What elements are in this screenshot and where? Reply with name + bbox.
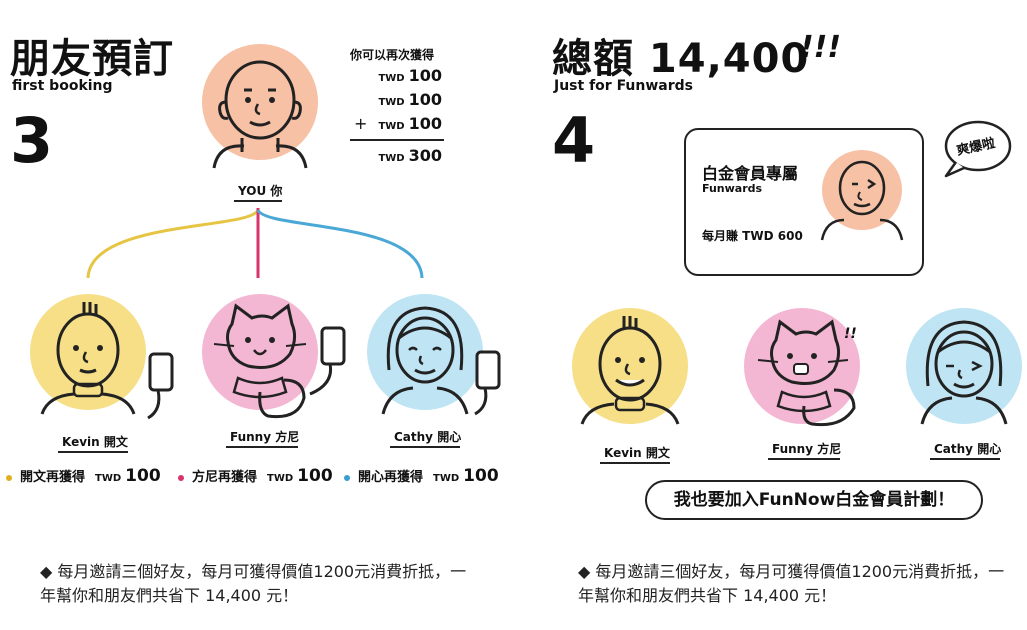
left-step-number: 3: [10, 104, 54, 177]
cathy-label-en: Cathy: [394, 430, 434, 444]
note-left: ◆ 每月邀請三個好友，每月可獲得價值1200元消費折抵，一年幫你和朋友們共省下 …: [40, 562, 467, 605]
platinum-card-avatar: [820, 150, 904, 241]
cathy-label-zh: 開心: [437, 430, 462, 444]
calc-row-1-currency: TWD: [378, 73, 405, 84]
right-step-number: 4: [552, 104, 596, 177]
kevin-label: Kevin 開文: [62, 433, 128, 450]
kevin-label-zh: 開文: [103, 435, 128, 449]
earning-kevin-currency: TWD: [95, 473, 122, 484]
right-title: 總額 14,400: [552, 36, 810, 82]
left-title: 朋友預訂: [10, 36, 174, 82]
funny-label-right-underline: [768, 458, 840, 460]
calc-total-amount: 300: [408, 146, 442, 165]
earning-funny-dot: [178, 474, 184, 481]
funny-avatar-right: [744, 308, 860, 427]
earning-funny-currency: TWD: [267, 473, 294, 484]
kevin-label-en: Kevin: [62, 435, 100, 449]
calc-divider: [350, 139, 444, 141]
calc-row-2-amount: 100: [408, 90, 442, 109]
earning-cathy-text: 開心再獲得: [358, 470, 424, 485]
funny-exclaim-mark: !!: [844, 326, 857, 342]
cathy-label-right-en: Cathy: [934, 442, 974, 456]
left-subtitle: first booking: [12, 78, 113, 94]
earning-cathy-dot: [344, 474, 350, 481]
you-label-en: YOU: [238, 184, 267, 198]
kevin-label-right-underline: [600, 462, 670, 464]
funny-avatar: [202, 294, 346, 419]
kevin-avatar: [30, 294, 174, 420]
platinum-card-title: 白金會員專屬: [702, 164, 799, 183]
calc-plus-sign: +: [354, 114, 368, 133]
earning-funny-text: 方尼再獲得: [192, 470, 258, 485]
platinum-card-subtitle: Funwards: [702, 182, 763, 195]
cathy-label-underline: [390, 446, 460, 448]
you-label-underline: [234, 200, 282, 202]
right-title-exclaim: !!!: [800, 30, 842, 65]
calc-row-2-currency: TWD: [378, 97, 405, 108]
cathy-label-right-underline: [930, 458, 1000, 460]
kevin-label-underline: [58, 451, 128, 453]
earning-funny-amount: 100: [297, 466, 333, 486]
earning-kevin-amount: 100: [125, 466, 161, 486]
kevin-avatar-right: [572, 308, 688, 425]
platinum-card-earn: 每月賺 TWD 600: [702, 229, 803, 243]
earning-cathy-currency: TWD: [433, 473, 460, 484]
speech-bubble: [944, 120, 1012, 178]
calc-row-1-amount: 100: [408, 66, 442, 85]
kevin-label-right-zh: 開文: [645, 446, 670, 460]
you-label-zh: 你: [270, 184, 283, 198]
earning-kevin-text: 開文再獲得: [20, 470, 86, 485]
funny-label-right: Funny 方尼: [772, 440, 841, 457]
cathy-label: Cathy 開心: [394, 428, 461, 445]
earning-kevin-dot: [6, 474, 12, 481]
you-label: YOU 你: [238, 182, 282, 199]
funny-label-en: Funny: [230, 430, 272, 444]
funny-label-right-zh: 方尼: [817, 442, 842, 456]
right-subtitle: Just for Funwards: [554, 78, 694, 94]
kevin-label-right-en: Kevin: [604, 446, 642, 460]
calc-total-currency: TWD: [378, 153, 405, 164]
referral-connector-lines: [86, 208, 424, 279]
note-right: ◆ 每月邀請三個好友，每月可獲得價值1200元消費折抵，一年幫你和朋友們共省下 …: [578, 562, 1005, 605]
funny-label: Funny 方尼: [230, 428, 299, 445]
cathy-avatar: [367, 294, 501, 416]
calc-header: 你可以再次獲得: [350, 48, 435, 62]
kevin-label-right: Kevin 開文: [604, 444, 670, 461]
funny-label-right-en: Funny: [772, 442, 814, 456]
join-platinum-button[interactable]: 我也要加入FunNow白金會員計劃！: [645, 480, 983, 520]
you-avatar: [202, 44, 318, 169]
cathy-avatar-right: [906, 308, 1022, 425]
funny-label-underline: [226, 446, 298, 448]
earning-cathy-amount: 100: [463, 466, 499, 486]
calc-row-3-amount: 100: [408, 114, 442, 133]
calc-row-3-currency: TWD: [378, 121, 405, 132]
cathy-label-right-zh: 開心: [977, 442, 1002, 456]
funny-label-zh: 方尼: [275, 430, 300, 444]
cathy-label-right: Cathy 開心: [934, 440, 1001, 457]
